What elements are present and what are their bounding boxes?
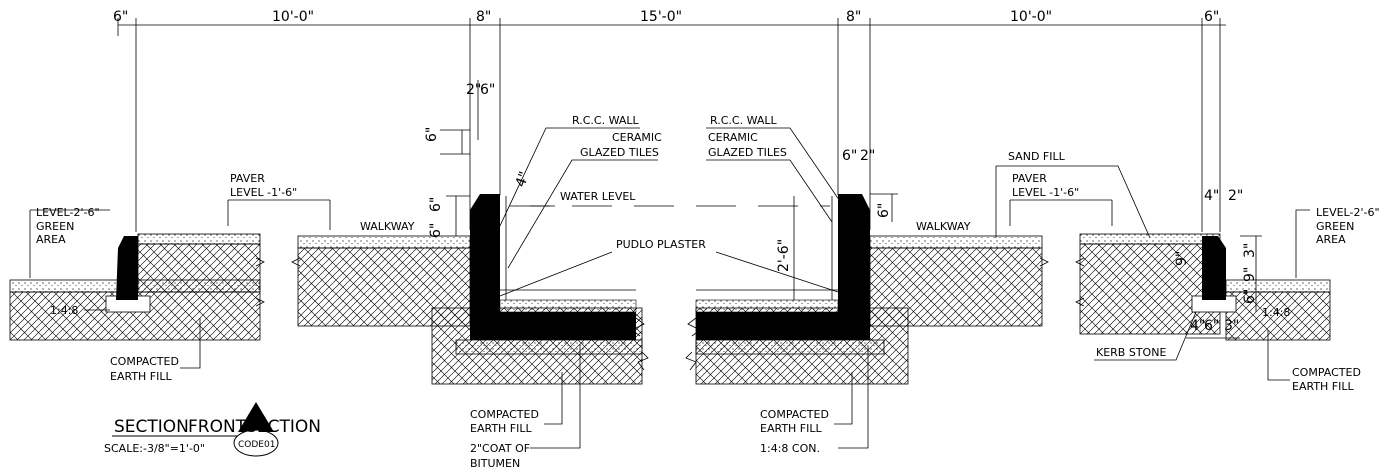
label-mid-earth-fill-right: EARTH FILL <box>760 422 823 435</box>
dim-8-left: 8" <box>476 9 491 25</box>
label-rcc-wall-right: R.C.C. WALL <box>710 114 778 127</box>
dim-8-right: 8" <box>846 9 861 25</box>
label-right-green: GREEN <box>1316 220 1354 233</box>
dim-water-depth: 2'-6" <box>776 239 792 272</box>
dim-kerb-2: 2" <box>1228 188 1243 204</box>
label-sand-fill: SAND FILL <box>1008 150 1066 163</box>
title-section: SECTION <box>114 417 189 437</box>
dim-kerb-v-6: 6" <box>1242 289 1258 304</box>
break-symbol-left <box>631 317 645 337</box>
label-right-level: LEVEL-2'-6" <box>1316 206 1380 219</box>
dim-kerb-4: 4" <box>1204 188 1219 204</box>
label-mid-compacted-left: COMPACTED <box>470 408 539 421</box>
label-left-earth-fill: EARTH FILL <box>110 370 173 383</box>
label-con-mix: 1:4:8 CON. <box>760 442 820 455</box>
label-bitumen-2: BITUMEN <box>470 457 520 470</box>
dim-right-wall-6: 6" <box>842 148 857 164</box>
label-pudlo-plaster: PUDLO PLASTER <box>616 238 706 251</box>
label-left-walkway: WALKWAY <box>360 220 415 233</box>
label-right-earth-fill: EARTH FILL <box>1292 380 1355 393</box>
title-block <box>112 402 279 457</box>
label-kerb-stone: KERB STONE <box>1096 346 1166 359</box>
label-left-level: LEVEL-2'-6" <box>36 206 100 219</box>
top-dimension-line <box>117 18 1226 232</box>
label-water-level: WATER LEVEL <box>560 190 636 203</box>
label-left-area: AREA <box>36 233 66 246</box>
dim-15ft: 15'-0" <box>640 9 682 25</box>
label-mid-earth-fill-left: EARTH FILL <box>470 422 533 435</box>
dim-left-side-6: 6" <box>428 223 444 238</box>
dim-10ft-right: 10'-0" <box>1010 9 1052 25</box>
dim-kerb-bottom-6: 6" <box>1204 318 1219 334</box>
label-right-area: AREA <box>1316 233 1346 246</box>
label-glazed-left: GLAZED TILES <box>580 146 659 159</box>
dim-right-side-6: 6" <box>876 203 892 218</box>
label-left-paver-level: LEVEL -1'-6" <box>230 186 297 199</box>
dim-6-left: 6" <box>113 9 128 25</box>
dim-kerb-bottom-3: 3" <box>1224 318 1239 334</box>
dim-left-freeboard: 4" <box>513 169 533 189</box>
dim-kerb-bottom-4: 4" <box>1190 318 1205 334</box>
label-right-mix: 1:4:8 <box>1262 306 1290 319</box>
dim-kerb-v-9: 9" <box>1242 267 1258 282</box>
label-glazed-right: GLAZED TILES <box>708 146 787 159</box>
title-scale: SCALE:-3/8"=1'-0" <box>104 442 205 455</box>
dim-6-right: 6" <box>1204 9 1219 25</box>
label-left-mix: 1:4:8 <box>50 304 78 317</box>
label-ceramic-left: CERAMIC <box>612 131 662 144</box>
label-right-compacted: COMPACTED <box>1292 366 1361 379</box>
label-rcc-wall-left: R.C.C. WALL <box>572 114 640 127</box>
dim-left-side-6b: 6" <box>428 197 444 212</box>
dim-left-wall-2: 2" <box>466 82 481 98</box>
title-code: CODE01 <box>238 440 275 450</box>
label-left-paver: PAVER <box>230 172 265 185</box>
label-left-compacted: COMPACTED <box>110 355 179 368</box>
dim-left-wall-6: 6" <box>480 82 495 98</box>
label-right-paver: PAVER <box>1012 172 1047 185</box>
dim-kerb-v-9b: 9" <box>1174 251 1190 266</box>
title-front-section: FRONTSECTION <box>188 417 321 437</box>
dim-right-wall-2: 2" <box>860 148 875 164</box>
dim-left-coping: 6" <box>424 127 440 142</box>
label-left-green: GREEN <box>36 220 74 233</box>
pool-basin <box>431 194 909 385</box>
dim-10ft-left: 10'-0" <box>272 9 314 25</box>
label-right-paver-level: LEVEL -1'-6" <box>1012 186 1079 199</box>
dim-kerb-v-3: 3" <box>1242 243 1258 258</box>
label-ceramic-right: CERAMIC <box>708 131 758 144</box>
left-green-area <box>9 233 261 341</box>
label-mid-compacted-right: COMPACTED <box>760 408 829 421</box>
label-bitumen-1: 2"COAT OF <box>470 442 530 455</box>
right-green-area <box>1079 233 1331 341</box>
right-walkway <box>869 235 1043 327</box>
break-symbol-right <box>687 317 701 337</box>
label-right-walkway: WALKWAY <box>916 220 971 233</box>
